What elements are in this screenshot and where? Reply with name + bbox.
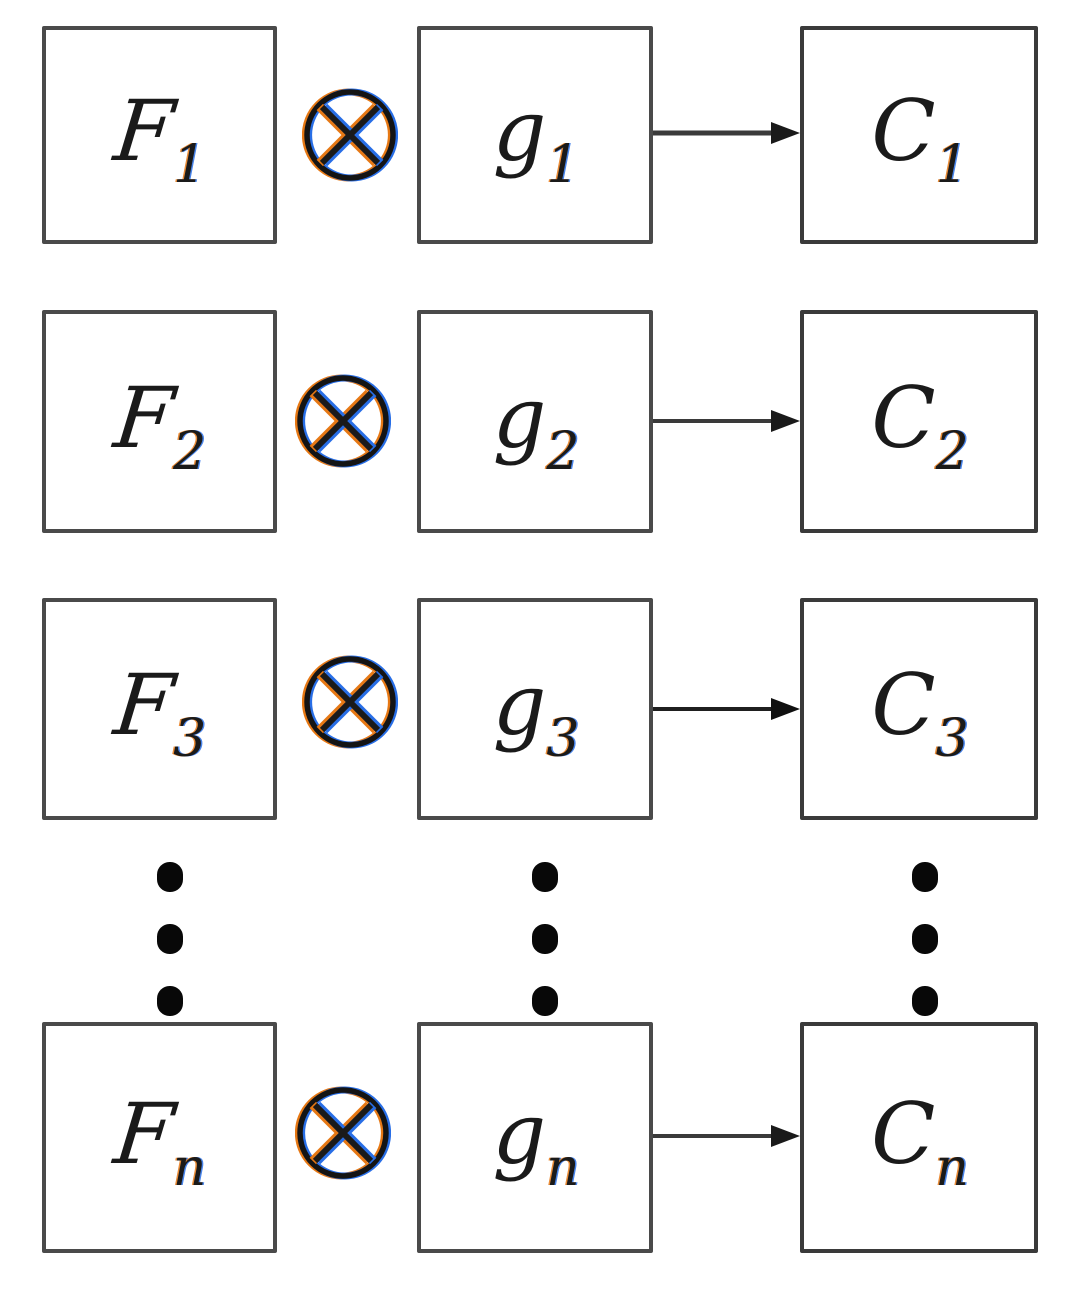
filter-sub-1: 1 <box>546 135 580 195</box>
ellipsis-dot <box>157 862 183 892</box>
ellipsis-dot <box>157 924 183 954</box>
filter-base-n: g <box>492 1084 546 1183</box>
output-label-2: C2 <box>871 375 968 478</box>
feature-map-sub-3: 3 <box>173 709 207 769</box>
circled-times-icon-row-1 <box>302 87 398 183</box>
output-box-n[interactable]: Cn <box>800 1022 1038 1253</box>
feature-map-base-n: F <box>109 1084 177 1183</box>
feature-map-sub-1: 1 <box>173 135 207 195</box>
feature-map-box-2[interactable]: F2 <box>42 310 277 533</box>
arrow-row-1 <box>651 121 803 145</box>
output-base-2: C <box>871 368 935 467</box>
ellipsis-dot <box>912 924 938 954</box>
ellipsis-dot <box>532 986 558 1016</box>
output-sub-3: 3 <box>935 709 969 769</box>
filter-label-3: g3 <box>493 662 580 765</box>
output-box-1[interactable]: C1 <box>800 26 1038 244</box>
ellipsis-feature-maps <box>150 862 190 1022</box>
ellipsis-filters <box>525 862 565 1022</box>
output-base-1: C <box>871 82 935 180</box>
circled-times-icon-row-2 <box>295 373 391 469</box>
filter-box-n[interactable]: gn <box>417 1022 653 1253</box>
filter-sub-n: n <box>546 1137 580 1198</box>
feature-map-box-3[interactable]: F3 <box>42 598 277 820</box>
output-sub-2: 2 <box>935 421 969 482</box>
ellipsis-outputs <box>905 862 945 1022</box>
ellipsis-dot <box>532 862 558 892</box>
feature-map-base-3: F <box>109 656 177 754</box>
arrow-row-n <box>651 1124 803 1148</box>
arrow-row-2 <box>651 409 803 433</box>
ellipsis-dot <box>912 862 938 892</box>
output-box-2[interactable]: C2 <box>800 310 1038 533</box>
output-label-3: C3 <box>871 662 968 765</box>
output-base-3: C <box>871 656 935 754</box>
filter-label-2: g2 <box>493 375 580 478</box>
feature-map-label-n: Fn <box>109 1085 206 1194</box>
circled-times-icon-row-3 <box>302 654 398 750</box>
filter-base-3: g <box>492 656 547 754</box>
feature-map-box-n[interactable]: Fn <box>42 1022 277 1253</box>
output-sub-1: 1 <box>935 135 969 195</box>
filter-sub-3: 3 <box>546 709 580 769</box>
filter-sub-2: 2 <box>546 421 580 482</box>
feature-map-sub-2: 2 <box>173 421 207 482</box>
feature-map-sub-n: n <box>172 1137 207 1198</box>
filter-base-1: g <box>492 82 547 180</box>
filter-label-n: gn <box>492 1091 579 1194</box>
output-label-n: Cn <box>871 1091 969 1194</box>
filter-box-3[interactable]: g3 <box>417 598 653 820</box>
feature-map-base-1: F <box>109 82 177 180</box>
feature-map-label-3: F3 <box>110 656 207 765</box>
feature-map-label-2: F2 <box>110 369 207 478</box>
ellipsis-dot <box>912 986 938 1016</box>
filter-box-2[interactable]: g2 <box>417 310 653 533</box>
ellipsis-dot <box>532 924 558 954</box>
arrow-row-3 <box>651 697 803 721</box>
output-base-n: C <box>871 1084 935 1183</box>
filter-label-1: g1 <box>493 88 580 191</box>
feature-map-label-1: F1 <box>110 82 207 191</box>
output-box-3[interactable]: C3 <box>800 598 1038 820</box>
filter-box-1[interactable]: g1 <box>417 26 653 244</box>
feature-map-base-2: F <box>109 368 177 467</box>
output-label-1: C1 <box>871 88 968 191</box>
output-sub-n: n <box>935 1137 969 1198</box>
feature-map-box-1[interactable]: F1 <box>42 26 277 244</box>
circled-times-icon-row-n <box>295 1085 391 1181</box>
filter-base-2: g <box>492 368 547 467</box>
ellipsis-dot <box>157 986 183 1016</box>
